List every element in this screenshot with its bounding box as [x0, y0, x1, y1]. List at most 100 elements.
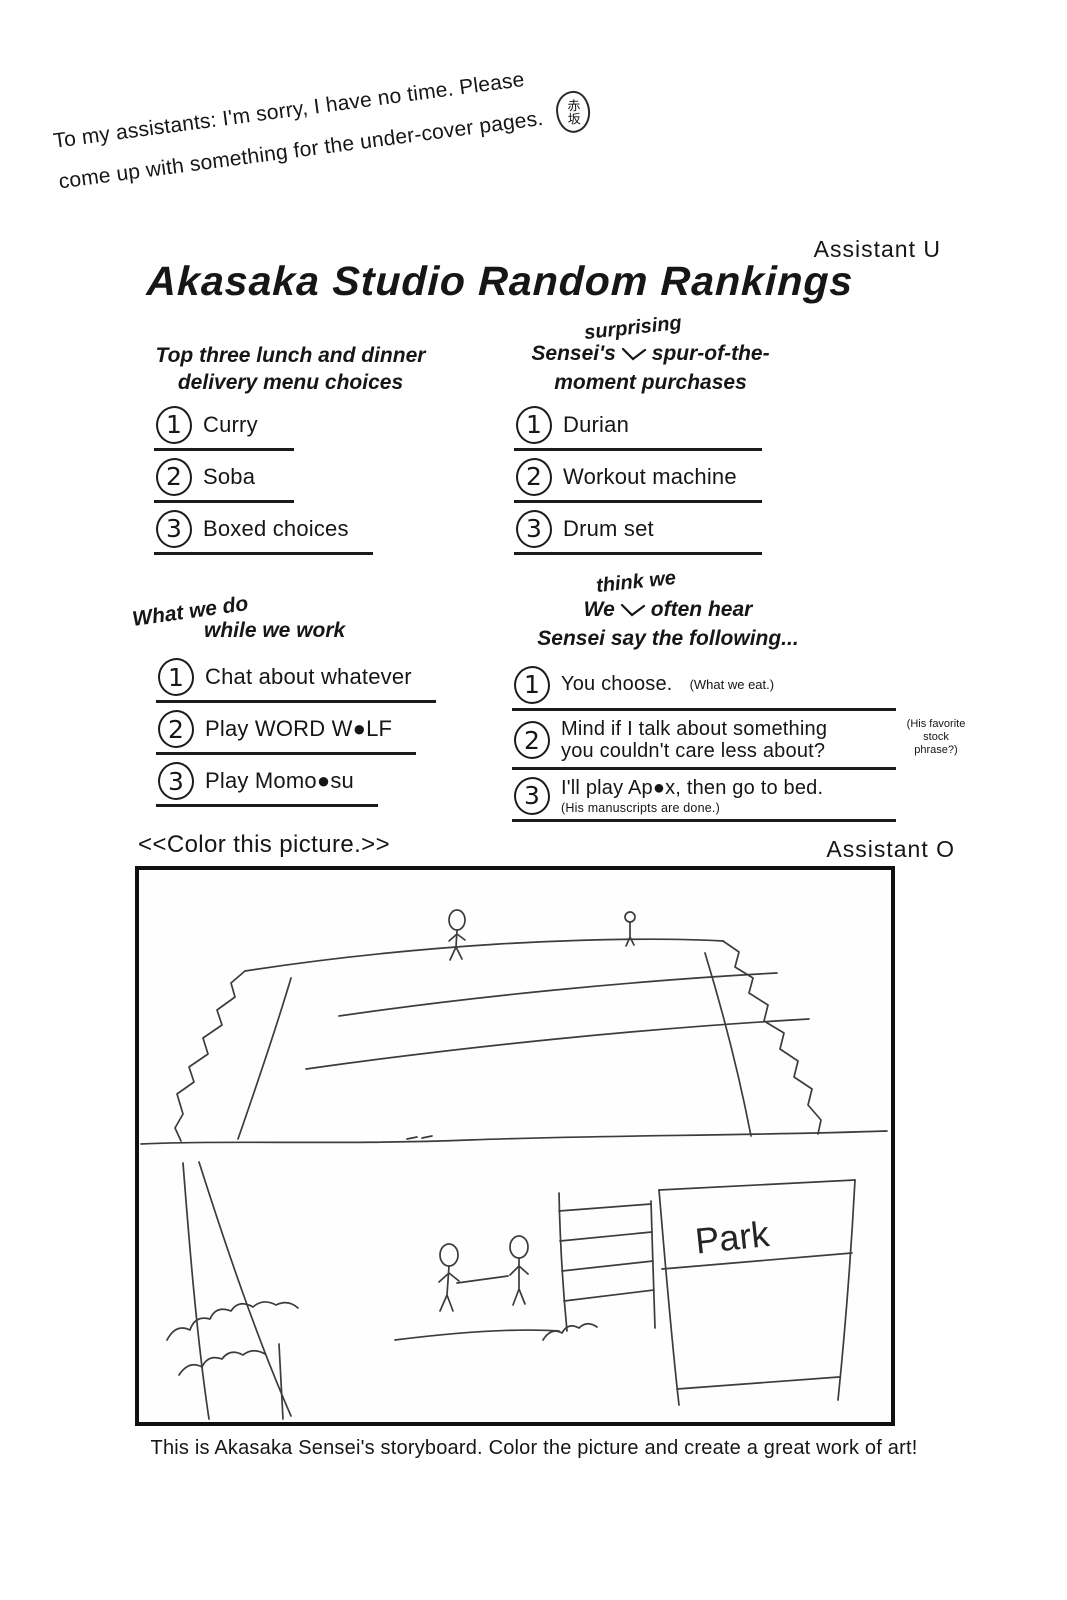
caret-mark-icon: [620, 598, 646, 625]
stick-figure: [448, 909, 466, 961]
ranking-lunch-heading: Top three lunch and dinner delivery menu…: [118, 342, 463, 397]
heading-line-2: moment purchases: [554, 371, 747, 395]
right-slope: [704, 952, 752, 1137]
horizon-line: [140, 1130, 888, 1145]
label-line-1: Mind if I talk about something: [561, 717, 828, 740]
rank-item-label: Chat about whatever: [205, 664, 412, 689]
rank-number-circle: 3: [514, 776, 550, 815]
rank-number-circle: 1: [158, 658, 194, 696]
ranking-item: 3 I'll play Ap●x, then go to bed. (His m…: [512, 776, 896, 822]
bush: [178, 1349, 266, 1376]
rank-item-label: I'll play Ap●x, then go to bed. (His man…: [561, 777, 823, 815]
credit-assistant-o: Assistant O: [826, 836, 955, 862]
heading-line-1: Top three lunch and dinner: [155, 344, 426, 367]
ranking-sayings-heading: think we We often hear Sensei say the fol…: [508, 567, 828, 653]
rank-number-circle: 3: [156, 509, 192, 548]
ground-line: [394, 1329, 560, 1341]
rank-number-circle: 2: [514, 721, 550, 760]
ranking-item: 1 Chat about whatever: [156, 658, 436, 703]
inserted-word: think we: [595, 566, 677, 598]
railing: [456, 1275, 509, 1284]
rank-item-side-note: (His favorite stock phrase?): [906, 717, 966, 756]
stick-figure: [438, 1243, 460, 1312]
ranking-purchases-items: 1 Durian 2 Workout machine 3 Drum set: [514, 405, 793, 555]
rank-item-label: Drum set: [563, 515, 654, 541]
ranking-item: 3 Boxed choices: [154, 509, 373, 555]
rank-number-circle: 2: [158, 710, 194, 748]
bush: [542, 1322, 598, 1341]
left-slide: [182, 1162, 210, 1420]
hilltop-line: [244, 938, 724, 972]
assistant-note: To my assistants: I'm sorry, I have no t…: [52, 60, 593, 200]
storyboard-sketch: Park: [140, 909, 888, 1420]
rank-item-note: (What we eat.): [689, 677, 775, 693]
ranking-item: 1 You choose. (What we eat.): [512, 665, 896, 711]
ranking-work-items: 1 Chat about whatever 2 Play WORD W●LF 3…: [156, 658, 478, 807]
ranking-item: 3 Play Momo●su: [156, 762, 378, 807]
rank-item-label: Play Momo●su: [205, 768, 354, 793]
heading-part-b: often hear: [650, 598, 753, 621]
rank-number-circle: 2: [156, 457, 192, 496]
stick-figure: [624, 911, 636, 947]
rank-item-label: You choose.: [561, 673, 673, 696]
park-sign: [658, 1179, 856, 1406]
rank-number-circle: 1: [516, 405, 552, 444]
ranking-item: 1 Durian: [514, 405, 762, 451]
heading-line-2: delivery menu choices: [177, 371, 404, 395]
heading-line-2: while we work: [204, 619, 346, 642]
stick-figure: [509, 1235, 529, 1306]
storyboard-frame: Park: [135, 866, 895, 1426]
rank-item-label: Soba: [203, 463, 256, 489]
ranking-work: What we do while we work 1 Chat about wh…: [118, 588, 478, 814]
rank-number-circle: 1: [156, 405, 192, 444]
bush-stem: [278, 1343, 284, 1420]
label-line-1: I'll play Ap●x, then go to bed.: [561, 776, 824, 799]
heading-part-a: We: [583, 598, 615, 621]
heading-line-1: Sensei's spur-of-the-: [508, 340, 793, 369]
park-sign-text: Park: [693, 1213, 772, 1262]
left-slope: [237, 977, 292, 1140]
ranking-item: 1 Curry: [154, 405, 294, 451]
horizon-dashes: [406, 1135, 433, 1140]
rank-item-label: Boxed choices: [203, 515, 349, 541]
ranking-sayings-items: 1 You choose. (What we eat.) 2 Mind if I…: [512, 665, 965, 822]
ranking-lunch: Top three lunch and dinner delivery menu…: [118, 342, 463, 562]
label-line-2: you couldn't care less about?: [561, 740, 826, 763]
rank-item-label: Curry: [203, 411, 258, 437]
ranking-item: 3 Drum set: [514, 509, 762, 555]
rank-item-sub-note: (His manuscripts are done.): [561, 800, 720, 815]
bottom-caption: This is Akasaka Sensei's storyboard. Col…: [150, 1437, 918, 1459]
ranking-item: 2 Play WORD W●LF: [156, 710, 417, 755]
caret-mark-icon: [621, 342, 647, 369]
page-title: Akasaka Studio Random Rankings: [145, 258, 855, 304]
ranking-lunch-items: 1 Curry 2 Soba 3 Boxed choices: [154, 405, 463, 555]
rank-item-label: Mind if I talk about something you could…: [561, 718, 827, 763]
rank-item-label: Play WORD W●LF: [205, 716, 393, 741]
ranking-work-heading: What we do while we work: [118, 588, 478, 652]
rank-number-circle: 3: [158, 762, 194, 800]
ranking-item: 2 Mind if I talk about something you cou…: [512, 718, 965, 770]
right-cliff: [722, 940, 822, 1135]
left-slide: [198, 1161, 292, 1417]
fence: [558, 1192, 656, 1332]
color-prompt: <<Color this picture.>>: [138, 831, 391, 858]
rank-number-circle: 3: [516, 509, 552, 548]
akasaka-signature-stamp: 赤坂: [555, 90, 592, 134]
bush: [166, 1301, 299, 1341]
rank-number-circle: 1: [514, 665, 550, 704]
contour-line: [305, 1018, 810, 1070]
ranking-item: 2 Soba: [154, 457, 294, 503]
ranking-sayings: think we We often hear Sensei say the fol…: [508, 567, 965, 829]
heading-line-2: Sensei say the following...: [537, 627, 799, 651]
contour-line: [338, 972, 778, 1017]
heading-part-b: spur-of-the-: [651, 342, 770, 365]
credit-assistant-u: Assistant U: [813, 236, 941, 262]
rank-number-circle: 2: [516, 457, 552, 496]
heading-line-1: We often hear: [508, 596, 828, 625]
rank-item-label: Workout machine: [563, 463, 737, 489]
heading-part-a: Sensei's: [531, 342, 616, 365]
rank-item-label: Durian: [563, 411, 630, 437]
